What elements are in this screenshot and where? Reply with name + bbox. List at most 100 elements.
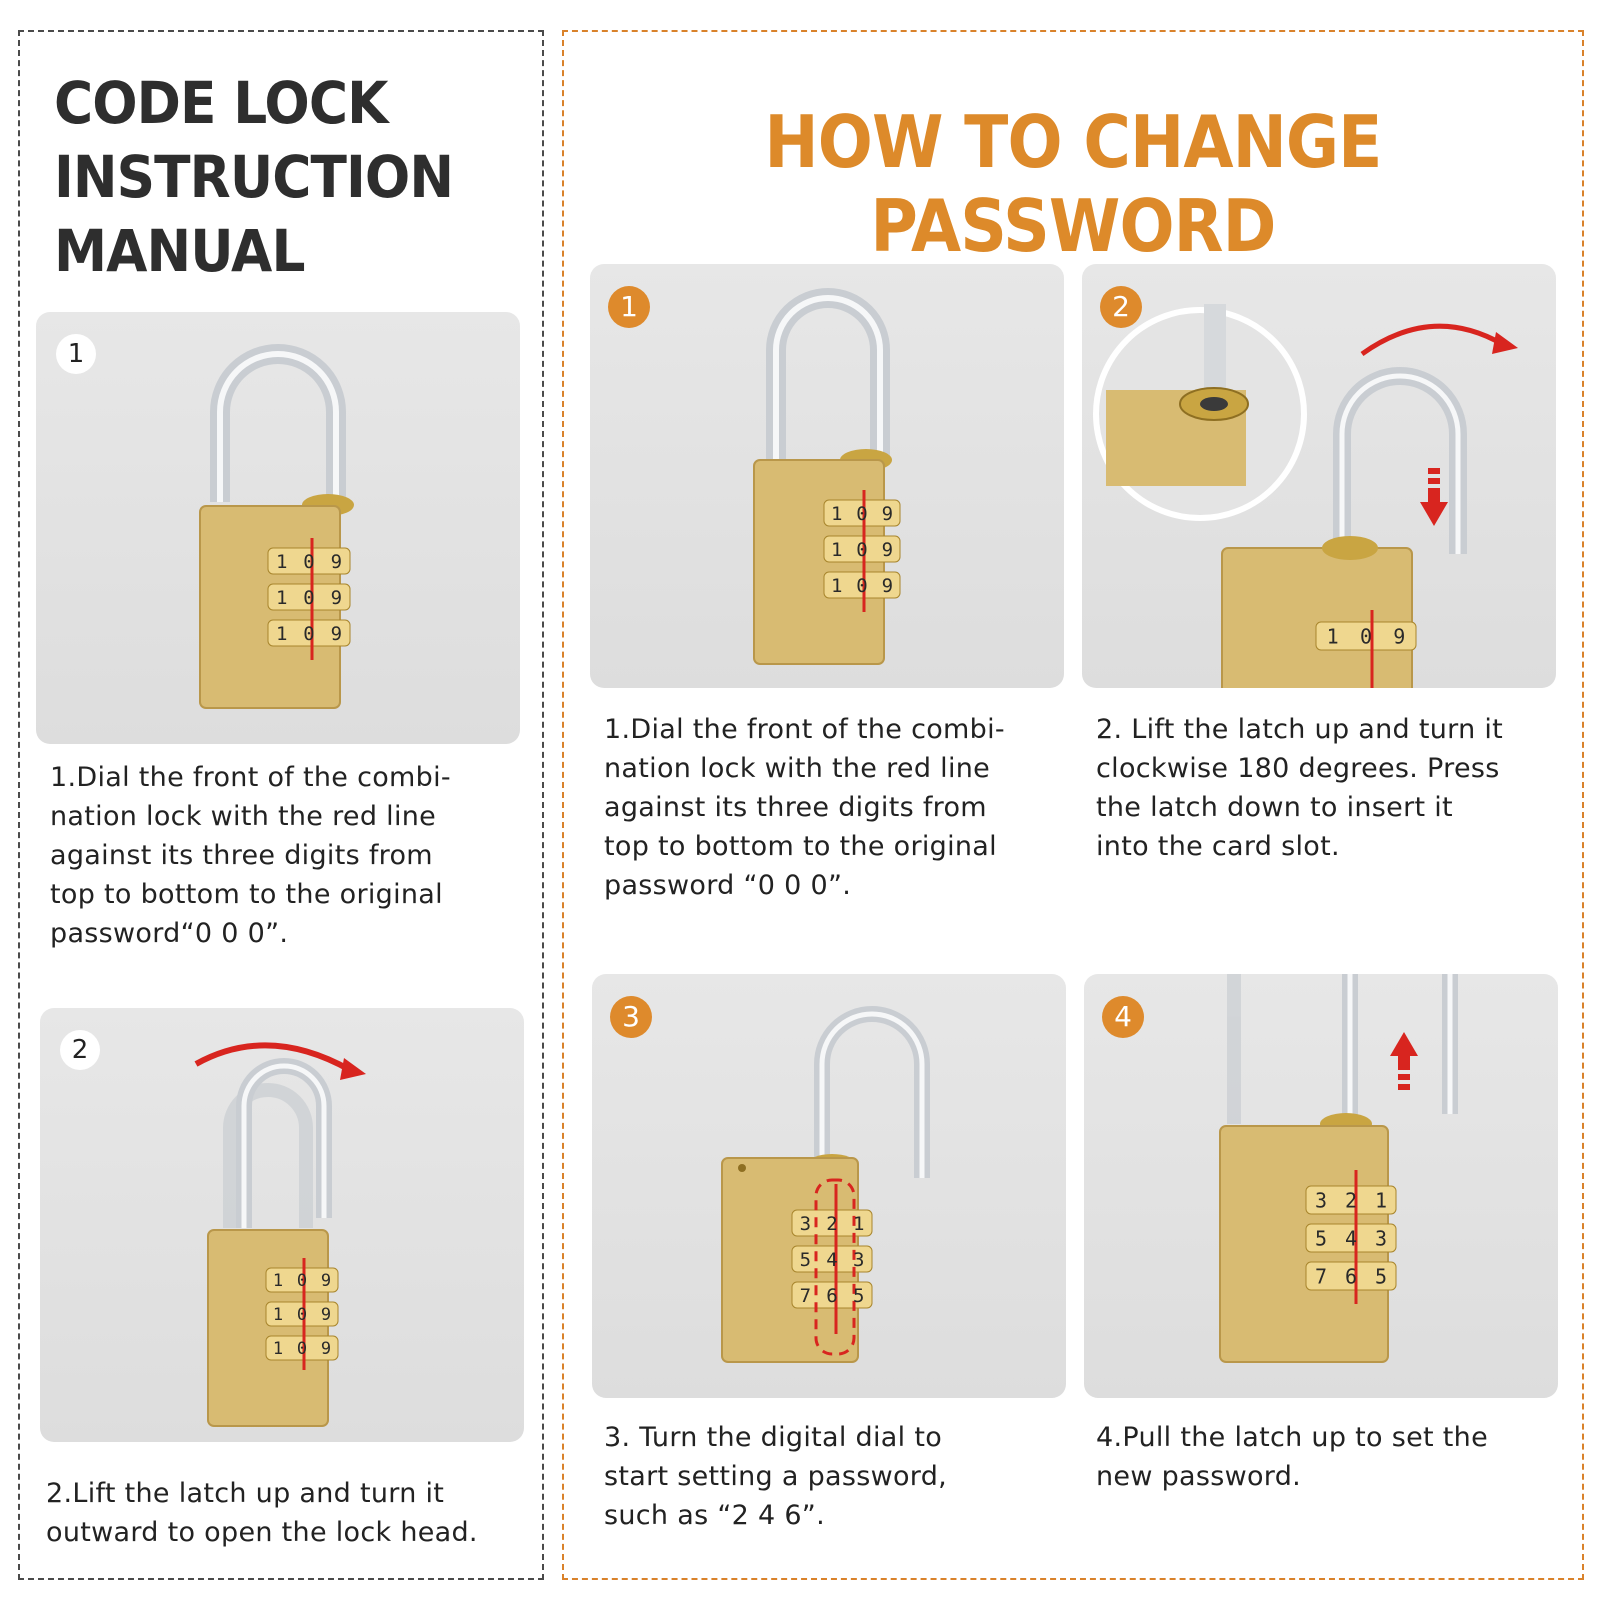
dial-digit: 3: [1375, 1226, 1387, 1250]
manual-title: CODE LOCK INSTRUCTION MANUAL: [54, 66, 486, 288]
dial-digit: 1: [276, 551, 287, 573]
dial-digit: 1: [831, 539, 842, 561]
dial-digit: 1: [831, 503, 842, 525]
dial-digit: 0: [856, 575, 867, 597]
dial-digit: 1: [273, 1305, 283, 1325]
manual-title-line: INSTRUCTION: [54, 143, 454, 211]
change-step-4-caption: 4.Pull the latch up to set the new passw…: [1096, 1418, 1566, 1496]
dial-digit: 1: [273, 1271, 283, 1291]
left-dashed-panel: [18, 30, 544, 1580]
caption-line: clockwise 180 degrees. Press: [1096, 753, 1500, 784]
caption-line: 2.Lift the latch up and turn it: [46, 1478, 445, 1509]
caption-line: the latch down to insert it: [1096, 792, 1453, 823]
caption-line: new password.: [1096, 1461, 1302, 1492]
dial-digit: 7: [1315, 1264, 1327, 1288]
caption-line: 4.Pull the latch up to set the: [1096, 1422, 1489, 1453]
dial-digit: 0: [303, 587, 314, 609]
dial-digit: 9: [1393, 624, 1405, 648]
caption-line: top to bottom to the original: [604, 831, 997, 862]
dial-digit: 1: [276, 623, 287, 645]
caption-line: outward to open the lock head.: [46, 1517, 478, 1548]
dial-digit: 0: [1360, 624, 1372, 648]
dial-digit: 0: [303, 623, 314, 645]
dial-digit: 9: [882, 575, 893, 597]
dial-digit: 0: [297, 1305, 307, 1325]
manual-step-2-caption: 2.Lift the latch up and turn it outward …: [46, 1474, 536, 1552]
zoom-inset: [1093, 304, 1307, 521]
arrow-up-icon: [1390, 1032, 1418, 1090]
caption-line: nation lock with the red line: [50, 801, 437, 832]
dial-wheels: [265, 1267, 339, 1361]
dial-digit: 0: [856, 539, 867, 561]
dial-digit: 9: [331, 623, 342, 645]
dial-digit: 9: [882, 539, 893, 561]
dial-digit: 1: [273, 1339, 283, 1359]
manual-step-1-caption: 1.Dial the front of the combi- nation lo…: [50, 758, 530, 953]
dial-digit: 5: [1375, 1264, 1387, 1288]
dial-digit: 3: [1315, 1188, 1327, 1212]
arrow-down-icon: [1420, 468, 1448, 526]
dial-digit: 6: [1345, 1264, 1357, 1288]
change-step-2-caption: 2. Lift the latch up and turn it clockwi…: [1096, 710, 1566, 866]
caption-line: 1.Dial the front of the combi-: [50, 762, 451, 793]
dial-digit: 1: [276, 587, 287, 609]
dial-digit: 0: [303, 551, 314, 573]
caption-line: nation lock with the red line: [604, 753, 991, 784]
dial-digit: 1: [1327, 624, 1339, 648]
dial-digit: 9: [321, 1271, 331, 1291]
caption-line: 3. Turn the digital dial to: [604, 1422, 943, 1453]
dial-wheels: [267, 547, 351, 647]
dial-wheels: [1305, 1185, 1397, 1291]
dial-digit: 9: [882, 503, 893, 525]
caption-line: into the card slot.: [1096, 831, 1340, 862]
dial-digit: 5: [800, 1249, 811, 1271]
dial-digit: 1: [831, 575, 842, 597]
dial-digit: 0: [856, 503, 867, 525]
dial-digit: 7: [800, 1285, 811, 1307]
caption-line: against its three digits from: [604, 792, 987, 823]
right-dashed-panel: [562, 30, 1584, 1580]
dial-digit: 5: [853, 1285, 864, 1307]
dial-digit: 9: [331, 587, 342, 609]
dial-digit: 4: [826, 1249, 837, 1271]
dial-digit: 2: [1345, 1188, 1357, 1212]
dial-wheels: [791, 1209, 873, 1309]
caption-line: against its three digits from: [50, 840, 433, 871]
dial-digit: 1: [1375, 1188, 1387, 1212]
dial-digit: 5: [1315, 1226, 1327, 1250]
step-number-badge: 1: [56, 334, 96, 374]
caption-line: start setting a password,: [604, 1461, 948, 1492]
dial-digit: 3: [853, 1249, 864, 1271]
change-step-1-caption: 1.Dial the front of the combi- nation lo…: [604, 710, 1064, 905]
step-number-badge: 3: [610, 996, 652, 1038]
caption-line: such as “2 4 6”.: [604, 1500, 825, 1531]
dial-digit: 9: [321, 1305, 331, 1325]
dial-digit: 4: [1345, 1226, 1357, 1250]
caption-line: 1.Dial the front of the combi-: [604, 714, 1005, 745]
dial-digit: 6: [826, 1285, 837, 1307]
change-step-3-caption: 3. Turn the digital dial to start settin…: [604, 1418, 1064, 1535]
step-number-badge: 2: [1100, 286, 1142, 328]
dial-digit: 3: [800, 1213, 811, 1235]
change-password-title: HOW TO CHANGE PASSWORD: [764, 100, 1382, 268]
caption-line: password“0 0 0”.: [50, 918, 289, 949]
manual-title-line: CODE LOCK: [54, 69, 388, 137]
dial-digit: 2: [826, 1213, 837, 1235]
step-number-badge: 4: [1102, 996, 1144, 1038]
step-number-badge: 2: [60, 1030, 100, 1070]
dial-digit: 1: [853, 1213, 864, 1235]
manual-title-line: MANUAL: [54, 217, 305, 285]
dial-digit: 9: [331, 551, 342, 573]
